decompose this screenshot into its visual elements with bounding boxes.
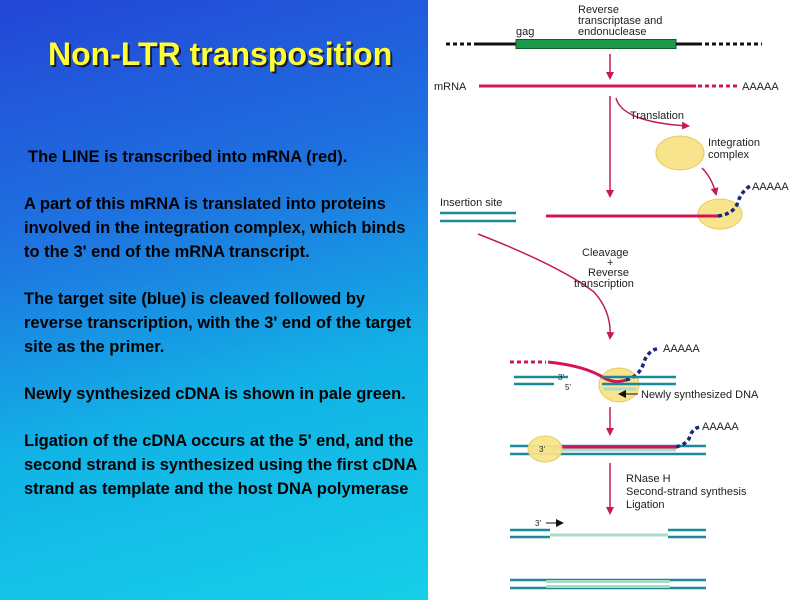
mrna-row: mRNA AAAAA [434, 81, 779, 93]
translation-arrow [615, 97, 690, 130]
insertion-site-label: Insertion site [440, 197, 502, 209]
translation-label: Translation [630, 110, 684, 122]
paragraph-translation: A part of this mRNA is translated into p… [24, 195, 406, 261]
cleavage-arrow [477, 233, 615, 340]
polya-label-1: AAAAA [742, 81, 779, 93]
second-strand-row: 3' [510, 519, 706, 539]
integration-complex [655, 135, 705, 171]
diagram-panel: gag Reverse transcriptase and endonuclea… [428, 0, 800, 600]
line-element: gag Reverse transcriptase and endonuclea… [446, 4, 762, 49]
paragraph-cleavage: The target site (blue) is cleaved follow… [24, 290, 412, 356]
polya-label-3: AAAAA [663, 343, 700, 355]
rnase-label-3: Ligation [626, 499, 665, 511]
integration-label-2: complex [708, 149, 749, 161]
polya-label-2: AAAAA [752, 181, 789, 193]
paragraph-cdna: Newly synthesized cDNA is shown in pale … [24, 384, 406, 403]
newly-synthesized-label: Newly synthesized DNA [641, 389, 759, 401]
final-row [510, 578, 706, 590]
three-prime-label-2: 3' [539, 445, 545, 454]
rt-row: AAAAA 3' 5' Newly synthesized DNA [510, 343, 759, 403]
cleavage-label-4: transcription [574, 278, 634, 290]
rnase-label-1: RNase H [626, 473, 671, 485]
mrna-label: mRNA [434, 81, 467, 93]
insertion-row: Insertion site AAAAA [440, 181, 789, 230]
cdna-row: 3' AAAAA [510, 421, 739, 463]
five-prime-label-1: 5' [565, 383, 571, 392]
rt-label-2: transcriptase and [578, 15, 662, 27]
paragraph-transcription: The LINE is transcribed into mRNA (red). [28, 148, 348, 166]
three-prime-label-3: 3' [535, 519, 541, 528]
rt-label-3: endonuclease [578, 26, 647, 38]
left-panel: Non-LTR transposition The LINE is transc… [0, 0, 428, 600]
polya-label-4: AAAAA [702, 421, 739, 433]
cleavage-label-3: Reverse [588, 267, 629, 279]
cleavage-label-1: Cleavage [582, 247, 628, 259]
slide-title: Non-LTR transposition [48, 36, 393, 72]
rnase-label-2: Second-strand synthesis [626, 486, 747, 498]
integration-label-1: Integration [708, 137, 760, 149]
three-prime-label-1: 3' [558, 373, 564, 382]
gag-label: gag [516, 26, 534, 38]
slide-body: The LINE is transcribed into mRNA (red).… [24, 146, 424, 525]
paragraph-ligation: Ligation of the cDNA occurs at the 5' en… [24, 432, 417, 498]
cleavage-label-2: + [607, 257, 613, 269]
rt-label-1: Reverse [578, 4, 619, 16]
binding-arrow [701, 167, 719, 196]
non-ltr-diagram: gag Reverse transcriptase and endonuclea… [434, 4, 789, 590]
